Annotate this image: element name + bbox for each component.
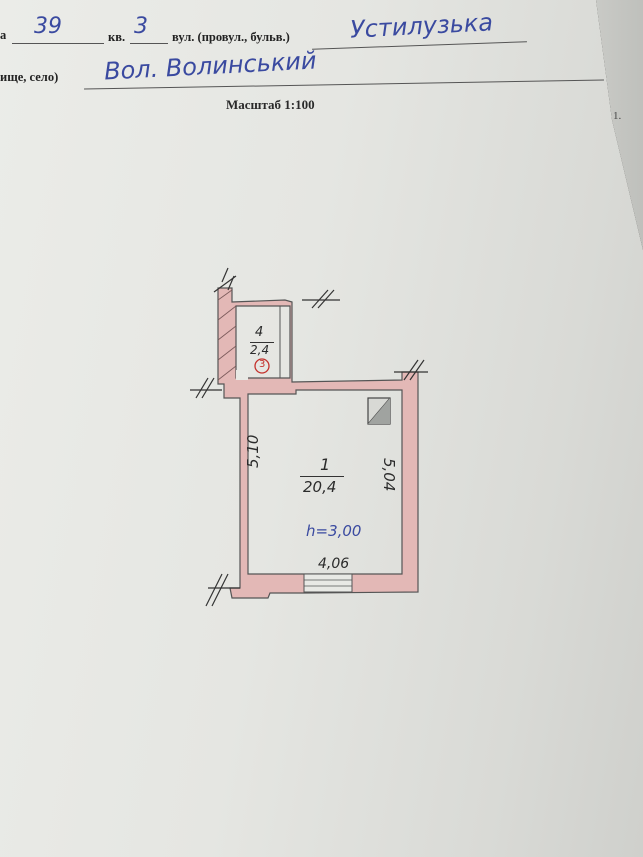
locality-label: ище, село) [0, 70, 59, 84]
apartment-underline [130, 43, 168, 44]
apartment-label: кв. [108, 30, 126, 44]
room-small-fraction-line [250, 342, 274, 343]
header-fragment: а [0, 28, 7, 42]
room-main-area: 20,4 [303, 478, 337, 496]
scale-label: Масштаб 1:100 [226, 97, 315, 112]
street-label: вул. (провул., бульв.) [172, 30, 290, 44]
apartment-number: 3 [134, 14, 148, 39]
room-small-circle-label: 3 [259, 359, 266, 370]
stove-box [367, 397, 391, 425]
room-main-number: 1 [320, 455, 331, 474]
room-small-number: 4 [255, 325, 264, 340]
doorway [236, 370, 248, 380]
ceiling-height: h=3,00 [306, 522, 362, 540]
house-number-underline [12, 43, 104, 44]
side-page-mark: 1. [613, 110, 622, 122]
right-wall-dimension: 5,04 [380, 458, 398, 492]
room-main-fraction-line [300, 476, 344, 477]
left-wall-dimension: 5,10 [244, 434, 262, 468]
bottom-wall-dimension: 4,06 [318, 556, 350, 572]
circled-number-ring [254, 358, 270, 374]
window [303, 573, 353, 593]
break-marks [190, 267, 428, 607]
wall-outline [217, 287, 419, 599]
room-small-area: 2,4 [250, 343, 270, 357]
house-number: 39 [34, 14, 62, 39]
